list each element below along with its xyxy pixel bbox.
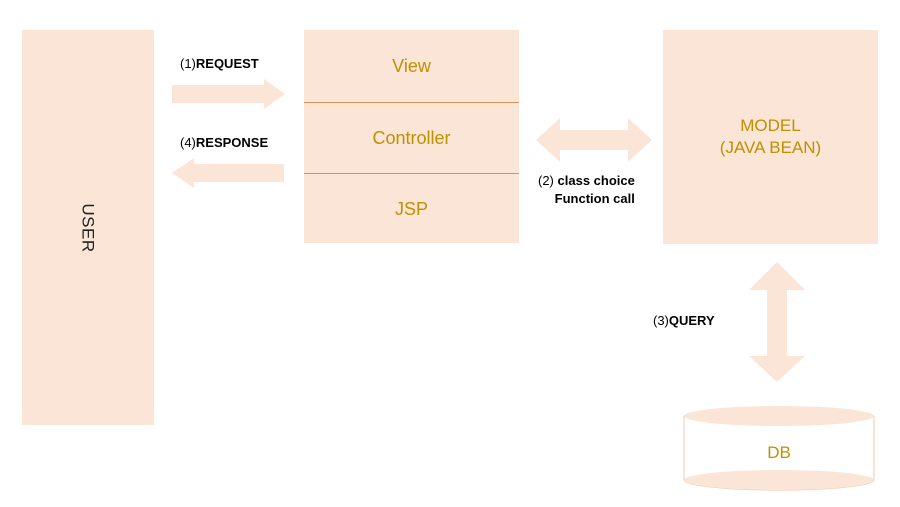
query-text: QUERY — [668, 313, 715, 328]
mvc-box: View Controller JSP — [304, 30, 519, 243]
response-label: (4)RESPONSE — [180, 135, 268, 150]
request-step: (1) — [180, 56, 196, 71]
model-box: MODEL (JAVA BEAN) — [663, 30, 878, 244]
class-choice-label: (2) class choice Function call — [538, 172, 635, 208]
response-arrow — [172, 158, 284, 188]
query-label: (3)QUERY — [653, 313, 715, 328]
response-text: RESPONSE — [195, 135, 269, 150]
jsp-cell: JSP — [304, 173, 519, 244]
function-call-text: Function call — [554, 191, 635, 206]
class-choice-step: (2) — [538, 173, 554, 188]
request-arrow — [172, 79, 285, 109]
class-choice-text: class choice — [557, 173, 635, 188]
controller-cell: Controller — [304, 102, 519, 174]
db-cylinder — [683, 406, 875, 491]
query-step: (3) — [653, 313, 669, 328]
model-label: MODEL — [740, 116, 801, 135]
user-box — [22, 30, 154, 425]
class-choice-arrow — [536, 118, 652, 162]
view-cell: View — [392, 55, 431, 76]
response-step: (4) — [180, 135, 196, 150]
request-label: (1)REQUEST — [180, 56, 259, 71]
request-text: REQUEST — [195, 56, 259, 71]
db-label: DB — [767, 443, 791, 462]
model-sublabel: (JAVA BEAN) — [719, 138, 822, 157]
query-arrow — [749, 262, 805, 382]
